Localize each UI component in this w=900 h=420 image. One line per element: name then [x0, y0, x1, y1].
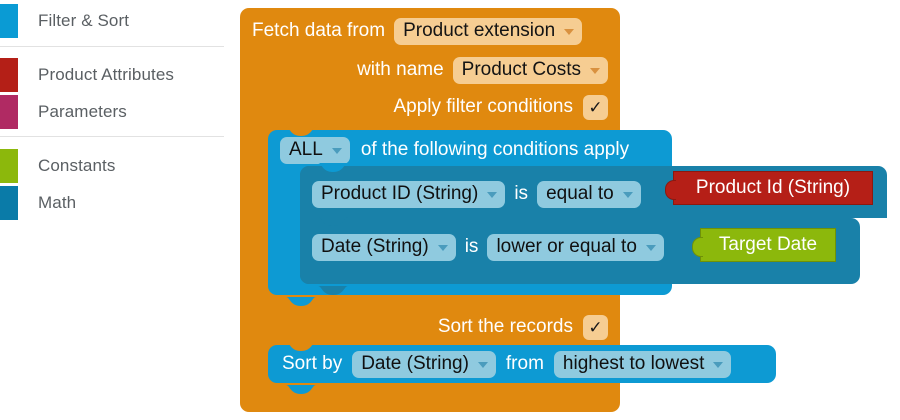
fetch-name-row: with name Product Costs — [252, 55, 608, 85]
palette-item-label: Parameters — [38, 102, 127, 121]
sort-field-value: Date (String) — [361, 352, 469, 374]
apply-filter-row: Apply filter conditions ✓ — [252, 92, 608, 122]
condition-1-value-block[interactable]: Product Id (String) — [665, 171, 873, 205]
palette-swatch-icon — [0, 95, 18, 129]
palette-item-label: Filter & Sort — [38, 11, 130, 30]
condition-2-value-block[interactable]: Target Date — [692, 228, 836, 262]
sort-by-block[interactable]: Sort by Date (String) from highest to lo… — [268, 345, 776, 383]
condition-2-field-value: Date (String) — [321, 235, 429, 257]
chevron-down-icon — [645, 244, 656, 251]
chevron-down-icon — [477, 361, 488, 368]
condition-2-field-dropdown[interactable]: Date (String) — [312, 233, 456, 261]
palette-divider — [0, 136, 224, 137]
palette-item-product-attributes[interactable]: Product Attributes — [0, 58, 174, 92]
puzzle-tab-icon — [692, 237, 703, 257]
check-icon: ✓ — [588, 97, 603, 117]
condition-row-2: Date (String) is lower or equal to — [300, 228, 664, 266]
chevron-down-icon — [713, 361, 724, 368]
sort-from-label: from — [505, 353, 544, 374]
condition-2-operator-value: lower or equal to — [496, 235, 637, 257]
condition-2-is-label: is — [464, 236, 479, 257]
chevron-down-icon — [437, 244, 448, 251]
quantifier-suffix-label: of the following conditions apply — [360, 139, 630, 160]
puzzle-tab-icon — [665, 180, 676, 200]
quantifier-dropdown[interactable]: ALL — [280, 136, 350, 164]
palette-item-filter-sort[interactable]: Filter & Sort — [0, 4, 129, 38]
palette-divider — [0, 46, 224, 47]
palette-swatch-icon — [0, 58, 18, 92]
quantifier-value: ALL — [289, 138, 323, 160]
palette-swatch-icon — [0, 186, 18, 220]
chevron-down-icon — [331, 147, 342, 154]
sort-records-row: Sort the records ✓ — [252, 312, 608, 342]
chevron-down-icon — [622, 191, 633, 198]
sort-direction-value: highest to lowest — [562, 352, 705, 374]
sort-direction-dropdown[interactable]: highest to lowest — [553, 350, 732, 378]
condition-1-field-value: Product ID (String) — [321, 182, 479, 204]
name-dropdown-value: Product Costs — [461, 58, 581, 80]
chevron-down-icon — [590, 67, 600, 74]
sort-records-checkbox[interactable]: ✓ — [583, 314, 608, 340]
palette-item-label: Math — [38, 193, 77, 212]
condition-2-operator-dropdown[interactable]: lower or equal to — [487, 233, 664, 261]
sort-by-label: Sort by — [282, 353, 343, 374]
chevron-down-icon — [487, 191, 498, 198]
palette-item-parameters[interactable]: Parameters — [0, 95, 127, 129]
palette-item-label: Constants — [38, 156, 116, 175]
fetch-data-from-label: Fetch data from — [252, 20, 386, 41]
source-dropdown[interactable]: Product extension — [394, 17, 583, 45]
fetch-source-row: Fetch data from Product extension — [252, 16, 608, 46]
condition-2-value-label: Target Date — [718, 234, 818, 255]
apply-filter-conditions-label: Apply filter conditions — [393, 96, 573, 117]
sort-records-label: Sort the records — [437, 316, 573, 337]
condition-1-is-label: is — [514, 183, 529, 204]
condition-1-operator-dropdown[interactable]: equal to — [537, 180, 641, 208]
palette-swatch-icon — [0, 4, 18, 38]
condition-1-field-dropdown[interactable]: Product ID (String) — [312, 180, 506, 208]
apply-filter-checkbox[interactable]: ✓ — [583, 94, 608, 120]
quantifier-row: ALL of the following conditions apply — [268, 130, 684, 170]
palette-item-constants[interactable]: Constants — [0, 149, 115, 183]
palette-swatch-icon — [0, 149, 18, 183]
chevron-down-icon — [564, 28, 575, 35]
palette-item-math[interactable]: Math — [0, 186, 76, 220]
check-icon: ✓ — [588, 317, 603, 337]
condition-1-value-label: Product Id (String) — [695, 177, 851, 198]
name-dropdown[interactable]: Product Costs — [452, 56, 608, 84]
palette-sidebar: Filter & Sort Product Attributes Paramet… — [0, 0, 228, 420]
with-name-label: with name — [357, 59, 444, 80]
sort-field-dropdown[interactable]: Date (String) — [352, 350, 496, 378]
source-dropdown-value: Product extension — [403, 19, 556, 41]
palette-item-label: Product Attributes — [38, 65, 174, 84]
condition-row-1: Product ID (String) is equal to — [300, 175, 641, 213]
condition-1-operator-value: equal to — [546, 182, 614, 204]
